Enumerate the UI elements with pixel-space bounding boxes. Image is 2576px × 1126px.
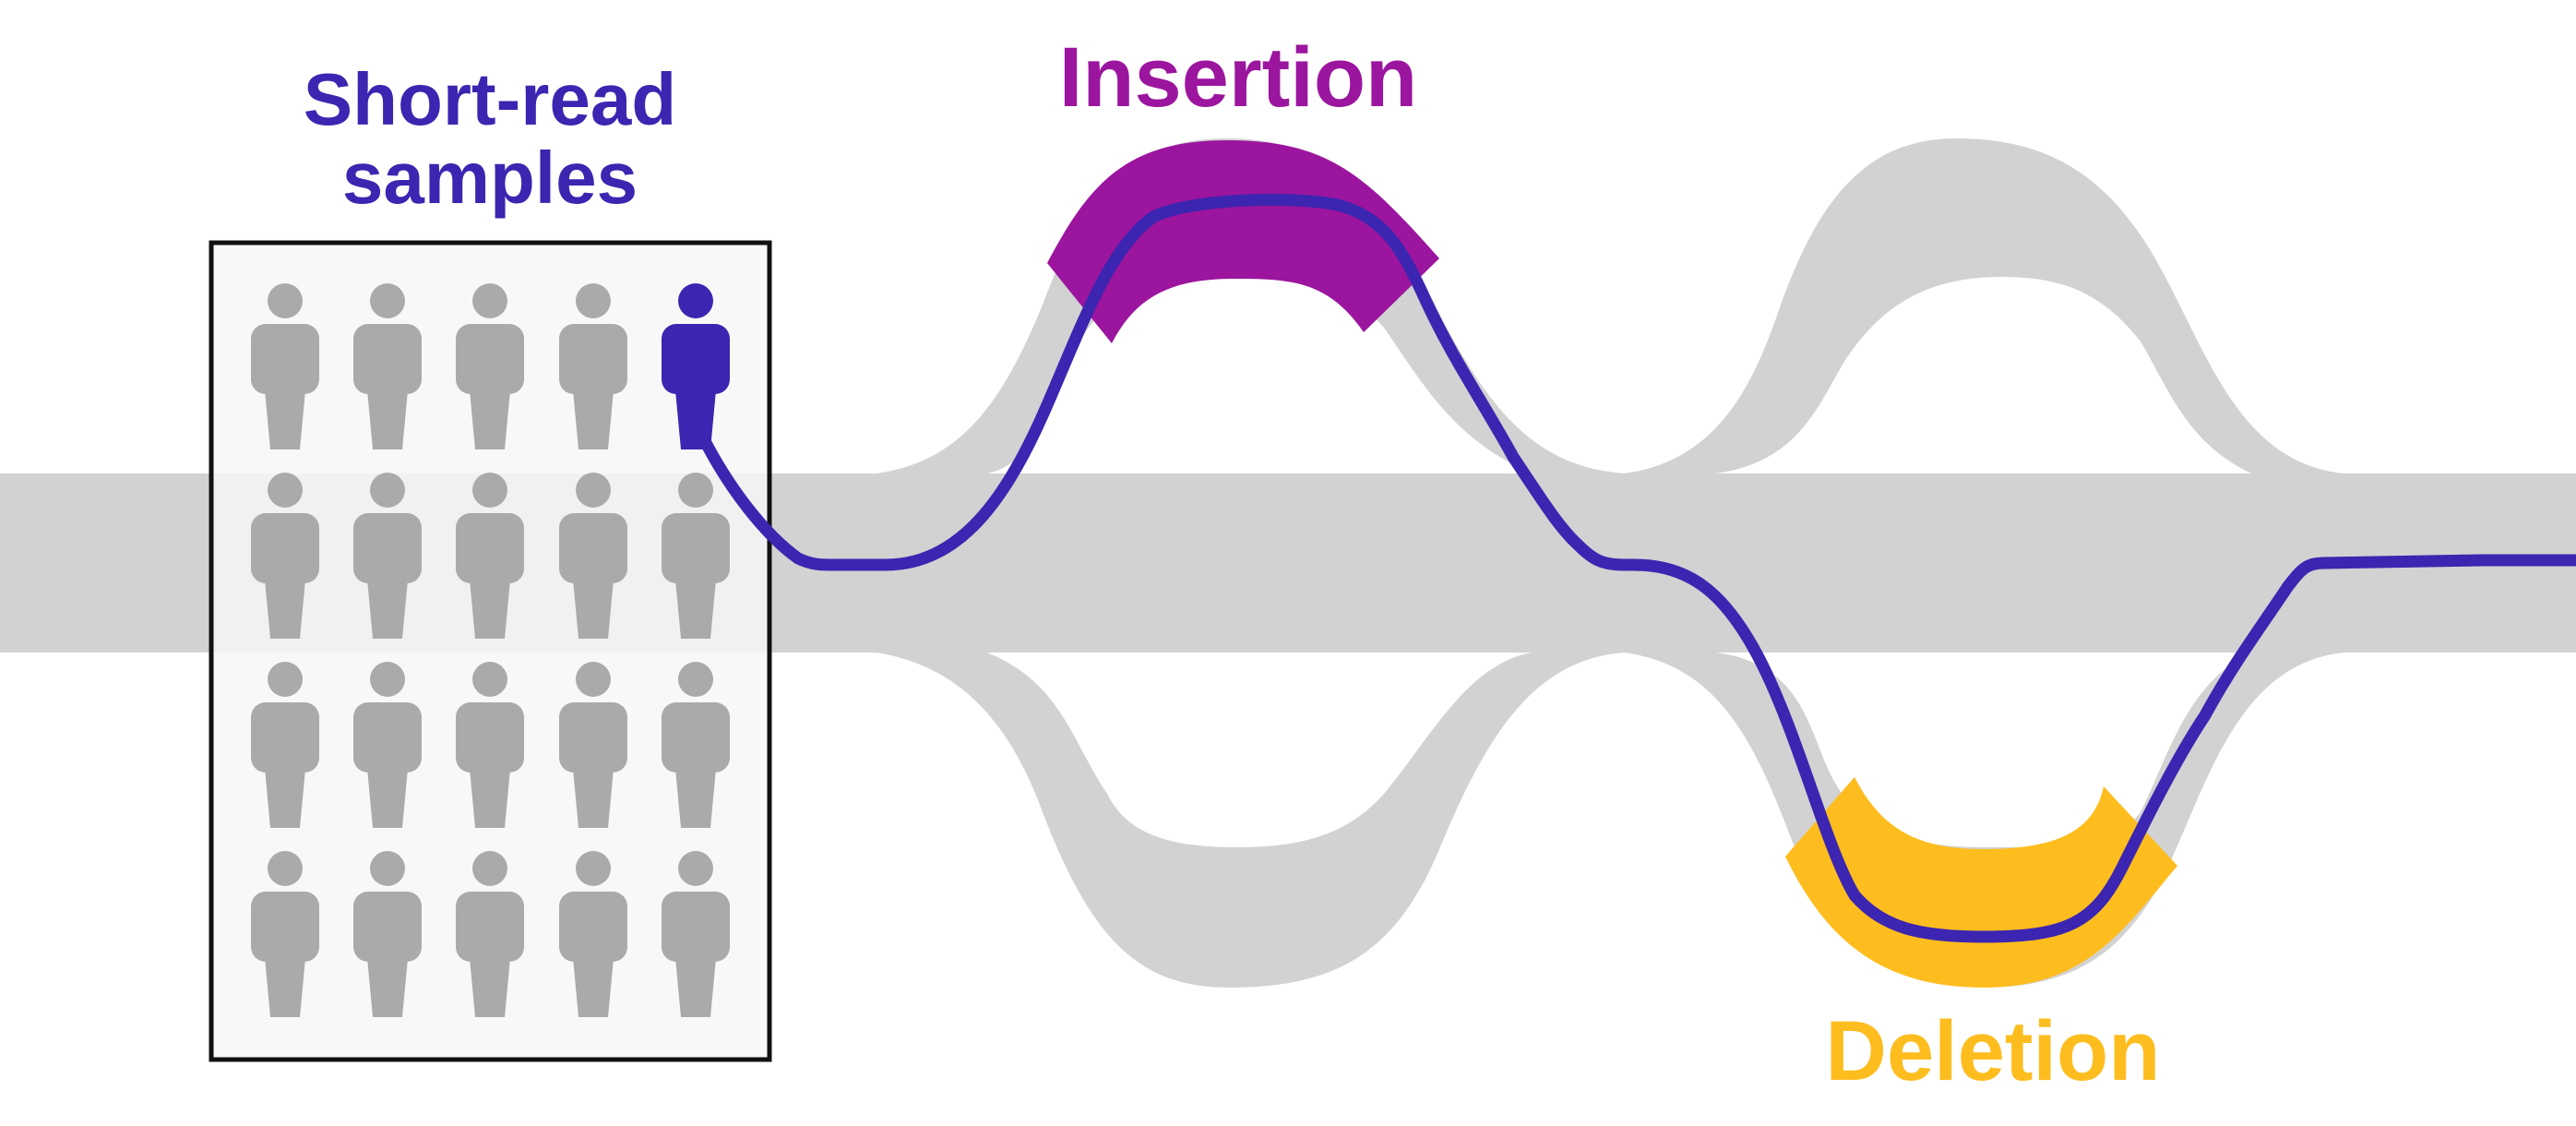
samples-title-line-2: samples: [342, 137, 638, 219]
insertion-label: Insertion: [1059, 30, 1417, 125]
insertion-highlight: [1047, 140, 1439, 343]
samples-title-line-1: Short-read: [304, 58, 677, 140]
graph-bubble-lower-2: [1624, 653, 2343, 988]
deletion-highlight: [1785, 777, 2177, 988]
deletion-label: Deletion: [1826, 1004, 2161, 1098]
graph-bubble-upper-1: [877, 138, 1624, 473]
graph-bubble-upper-2: [1624, 138, 2343, 473]
sample-haplotype-path: [695, 193, 2576, 943]
graph-bubble-lower-1: [877, 653, 1624, 988]
samples-panel: [209, 240, 772, 1062]
